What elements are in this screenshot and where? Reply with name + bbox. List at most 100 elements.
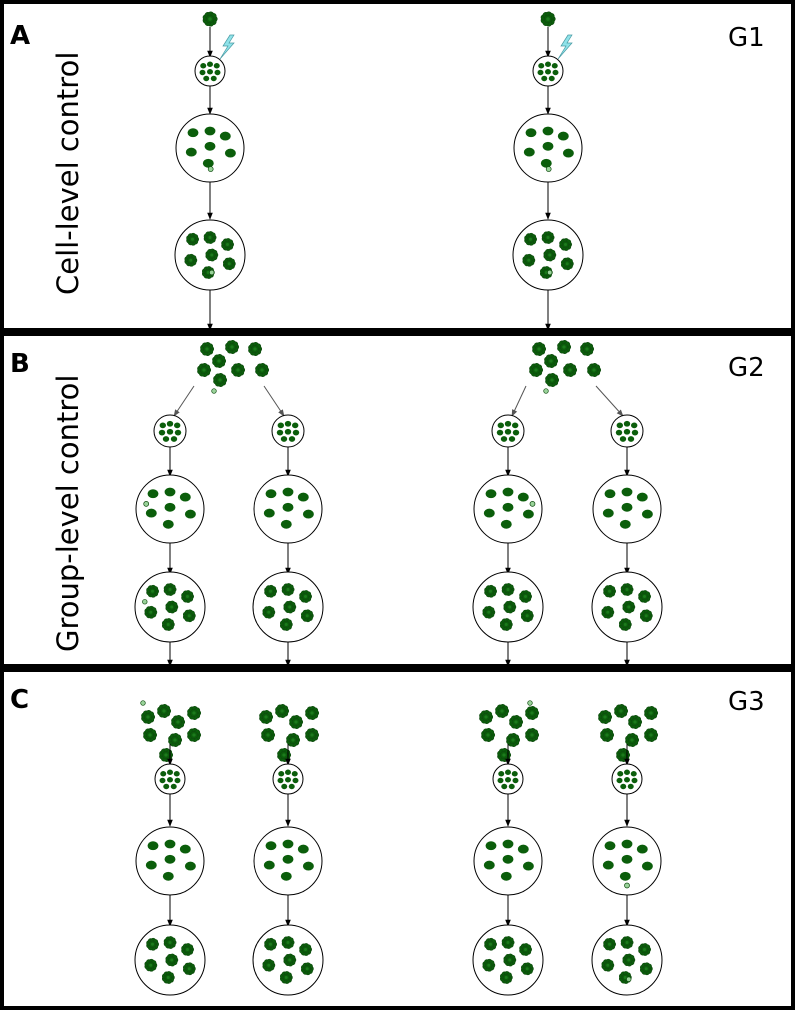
colony-highlight bbox=[208, 236, 212, 239]
colony-highlight bbox=[508, 605, 512, 609]
cell bbox=[184, 861, 196, 871]
colony-highlight bbox=[173, 738, 177, 742]
cell bbox=[159, 777, 166, 784]
colony-icon bbox=[281, 583, 295, 596]
cell bbox=[604, 489, 616, 499]
colony-highlight bbox=[286, 588, 290, 591]
arrow bbox=[595, 385, 624, 417]
cell bbox=[636, 492, 648, 502]
colony-icon bbox=[522, 253, 536, 267]
colony-icon bbox=[601, 605, 615, 619]
colony-icon bbox=[598, 710, 613, 724]
colony-icon bbox=[525, 706, 540, 720]
small-cell bbox=[207, 166, 214, 172]
cell bbox=[187, 128, 199, 138]
small-cell bbox=[527, 700, 533, 706]
colony-icon bbox=[221, 238, 234, 251]
colony-icon bbox=[639, 609, 653, 623]
small-cell bbox=[543, 388, 549, 394]
colony-highlight bbox=[291, 738, 295, 742]
cell bbox=[537, 69, 544, 76]
cell bbox=[497, 422, 504, 429]
colony-icon bbox=[146, 937, 159, 951]
cell bbox=[292, 422, 299, 429]
colony-highlight bbox=[208, 17, 212, 21]
cell bbox=[522, 509, 534, 519]
cell bbox=[179, 492, 191, 502]
colony-highlight bbox=[524, 595, 527, 598]
small-cell bbox=[142, 599, 148, 605]
colony-icon bbox=[248, 342, 263, 356]
cell bbox=[619, 519, 631, 529]
colony-icon bbox=[614, 704, 629, 718]
colony-highlight bbox=[149, 963, 153, 967]
colony-icon bbox=[181, 590, 194, 603]
cell bbox=[641, 509, 653, 519]
colony-highlight bbox=[280, 709, 284, 713]
colony-highlight bbox=[489, 942, 492, 946]
cell bbox=[285, 769, 291, 775]
colony-icon bbox=[213, 373, 228, 387]
colony-highlight bbox=[605, 733, 609, 737]
cell bbox=[541, 75, 548, 82]
arrow bbox=[263, 385, 285, 417]
cell bbox=[562, 148, 574, 158]
colony-icon bbox=[186, 232, 199, 246]
colony-highlight bbox=[176, 720, 180, 724]
cell bbox=[280, 436, 288, 442]
cell bbox=[224, 148, 236, 158]
colony-highlight bbox=[644, 614, 648, 618]
colony-icon bbox=[299, 590, 312, 603]
cell bbox=[147, 841, 159, 851]
colony-highlight bbox=[170, 605, 174, 609]
cell-level-control-label: Cell-level control bbox=[51, 52, 85, 295]
cell bbox=[280, 519, 292, 529]
colony-icon bbox=[525, 728, 540, 742]
small-cell bbox=[529, 501, 536, 507]
cell bbox=[523, 147, 535, 157]
colony-icon bbox=[644, 728, 659, 742]
colony-highlight bbox=[166, 623, 170, 626]
cell bbox=[641, 861, 653, 871]
colony-highlight bbox=[310, 733, 314, 737]
colony-icon bbox=[203, 231, 217, 244]
colony-highlight bbox=[506, 588, 510, 591]
colony-highlight bbox=[187, 614, 191, 618]
cell bbox=[160, 771, 167, 777]
colony-icon bbox=[506, 733, 521, 747]
cell bbox=[281, 783, 288, 790]
colony-icon bbox=[163, 936, 177, 949]
cell bbox=[485, 841, 497, 851]
cell bbox=[284, 428, 292, 435]
colony-icon bbox=[163, 583, 177, 596]
cell bbox=[204, 141, 216, 151]
cell bbox=[500, 871, 512, 881]
cell bbox=[203, 75, 210, 82]
cell bbox=[164, 854, 176, 864]
cell bbox=[623, 428, 631, 435]
cell bbox=[627, 436, 635, 442]
cell bbox=[483, 860, 495, 870]
colony-highlight bbox=[187, 967, 191, 971]
cell bbox=[630, 771, 637, 777]
colony-icon bbox=[222, 257, 236, 271]
colony-icon bbox=[283, 953, 297, 967]
colony-highlight bbox=[643, 948, 646, 951]
generation-label-g3: G3 bbox=[728, 687, 765, 717]
colony-highlight bbox=[644, 967, 648, 971]
colony-icon bbox=[159, 748, 174, 762]
generation-label-g1: G1 bbox=[728, 23, 765, 53]
colony-icon bbox=[482, 605, 496, 619]
colony-highlight bbox=[217, 359, 221, 363]
colony-highlight bbox=[621, 753, 625, 757]
colony-icon bbox=[161, 971, 175, 984]
colony-highlight bbox=[548, 253, 552, 257]
panel-b-letter: B bbox=[10, 349, 30, 379]
colony-highlight bbox=[282, 753, 286, 757]
colony-highlight bbox=[151, 942, 154, 946]
colony-highlight bbox=[608, 942, 611, 946]
cell bbox=[282, 854, 294, 864]
colony-icon bbox=[559, 238, 572, 251]
colony-icon bbox=[289, 715, 304, 729]
cell bbox=[166, 428, 174, 435]
